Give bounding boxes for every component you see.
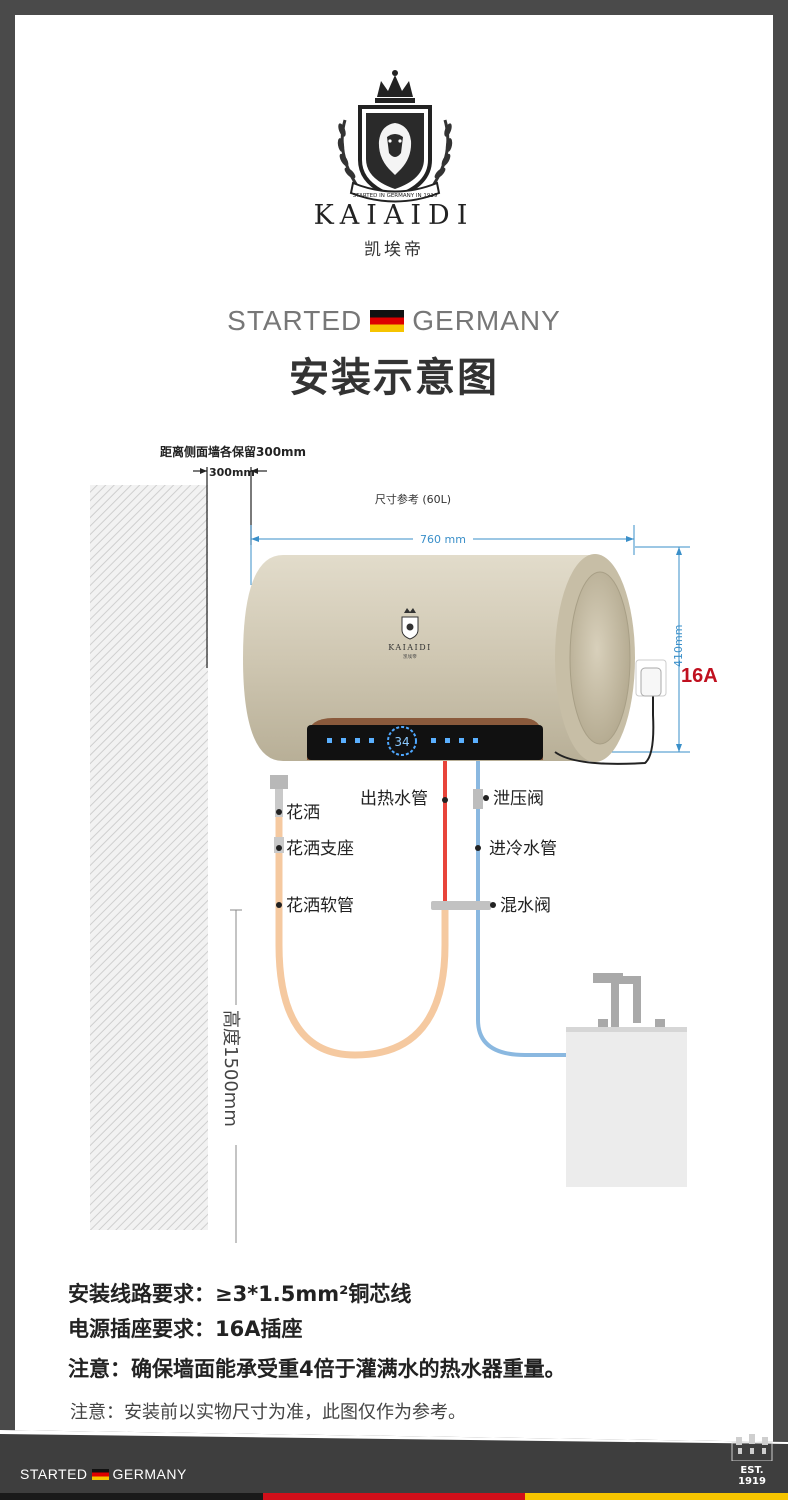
socket-requirement: 电源插座要求：16A插座 [68,1317,303,1341]
svg-text:凯埃帝: 凯埃帝 [403,653,417,660]
weight-attention: 注意：确保墙面能承受重4倍于灌满水的热水器重量。 [68,1357,566,1381]
sink-cabinet [566,1027,687,1187]
brand-name-cn: 凯埃帝 [364,240,424,260]
heater-body [243,555,633,761]
label-shower-holder: 花洒支座 [286,839,354,859]
castle-icon [731,1434,773,1462]
shower-hose [275,811,449,1059]
height-from-floor: 高度1500mm [220,1010,241,1127]
germany-flag-icon [370,310,405,332]
footer-germany-text: GERMANY [112,1466,187,1482]
label-hot-out: 出热水管 [360,789,428,809]
mixing-valve [431,901,491,910]
control-panel [307,725,543,760]
height-dimension: 410mm [672,625,685,667]
panel-button-4 [369,738,374,743]
footer-band [0,1430,788,1500]
panel-button-5 [431,738,436,743]
panel-button-6 [445,738,450,743]
est-year: EST. 1919 [738,1465,766,1487]
panel-button-2 [341,738,346,743]
temperature-display-ring [387,726,417,756]
label-shower-hose: 花洒软管 [286,896,354,916]
socket-rating: 16A [681,665,718,687]
label-pressure-valve: 泄压阀 [493,789,544,809]
cold-water-pipe [476,761,570,1057]
footer-tagline: STARTED GERMANY [20,1466,187,1482]
panel-button-1 [327,738,332,743]
power-cable [554,695,655,765]
kaiaidi-crest-logo: STARTED IN GERMANY IN 1919 [337,70,453,203]
size-reference: 尺寸参考 (60L) [375,492,451,506]
wiring-requirement: 安装线路要求：≥3*1.5mm²铜芯线 [68,1282,412,1306]
started-text: STARTED [227,305,363,336]
label-cold-in: 进冷水管 [489,839,557,859]
installation-diagram: 距离侧面墙各保留300mm 300mm 尺寸参考 (60L) 760 mm 41… [90,444,718,1243]
footer-germany-flag-icon [91,1469,109,1480]
germany-text: GERMANY [412,305,561,336]
shower-head [270,775,288,789]
page-title: 安装示意图 [289,355,499,401]
power-plug [640,667,662,697]
side-clearance-note: 距离侧面墙各保留300mm [160,444,306,459]
germany-color-stripes [0,1493,788,1500]
size-disclaimer: 注意：安装前以实物尺寸为准，此图仅作为参考。 [70,1402,466,1423]
wall [90,485,208,1230]
panel-button-8 [473,738,478,743]
pressure-relief-valve [473,789,483,809]
brand-name: KAIAIDI [313,200,475,231]
label-shower-head: 花洒 [286,803,320,823]
started-germany-tagline: STARTED GERMANY [15,305,773,337]
sink-faucet [611,976,641,1027]
panel-button-7 [459,738,464,743]
side-clearance-dim: 300mm [209,466,255,479]
svg-text:KAIAIDI: KAIAIDI [388,643,432,652]
est-badge: EST. 1919 [728,1433,776,1487]
footer-started-text: STARTED [20,1466,88,1482]
width-dimension: 760 mm [420,533,466,546]
label-mixing-valve: 混水阀 [500,896,551,916]
heater-brand-logo: KAIAIDI 凯埃帝 [388,608,432,660]
svg-text:STARTED IN GERMANY IN 1919: STARTED IN GERMANY IN 1919 [353,193,438,199]
panel-button-3 [355,738,360,743]
temperature-display: 34 [394,735,409,749]
poster-panel: STARTED IN GERMANY IN 1919 KAIAIDI 凯埃帝 S… [15,15,773,1485]
